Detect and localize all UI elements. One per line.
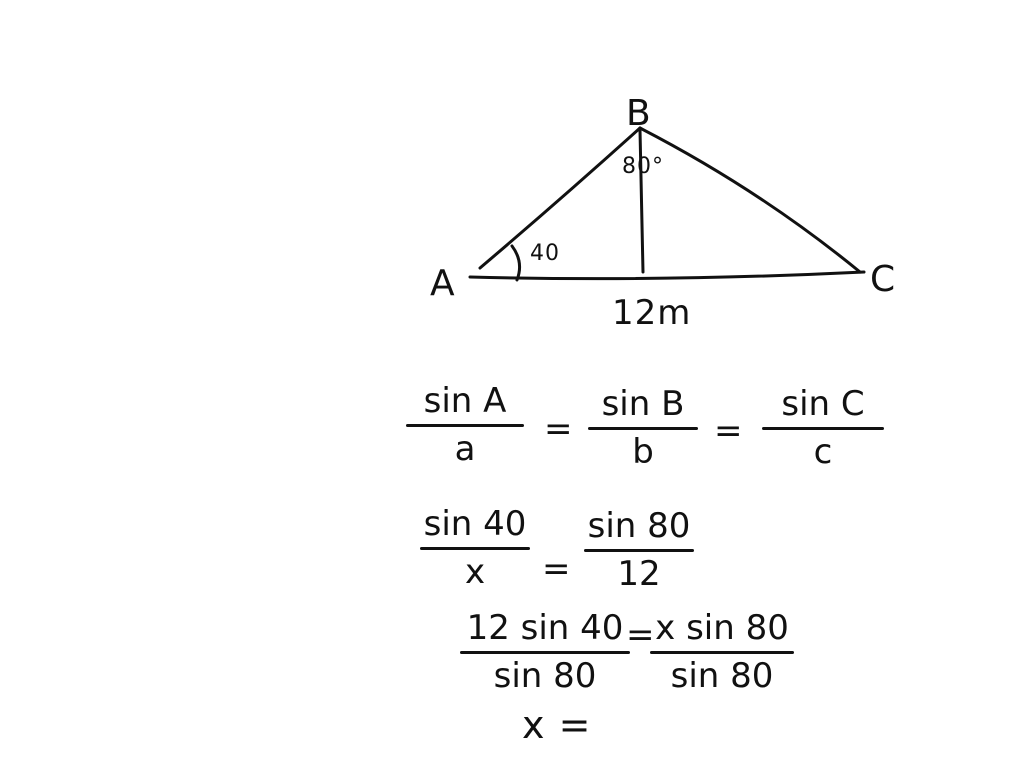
fraction-sin40-over-x: sin 40 x — [420, 504, 530, 593]
fraction-bar — [420, 547, 530, 551]
vertex-c-label: C — [870, 259, 897, 300]
fraction-sin-a-over-a: sin A a — [406, 381, 524, 470]
base-length-label: 12m — [612, 293, 692, 333]
equals-sign: = — [714, 411, 744, 451]
fraction-sin80-over-12: sin 80 12 — [584, 506, 694, 595]
numerator: sin A — [423, 381, 507, 421]
side-ab — [478, 126, 642, 270]
fraction-sin-c-over-c: sin C c — [762, 384, 884, 473]
denominator: a — [454, 429, 476, 470]
fraction-bar — [650, 651, 794, 655]
fraction-bar — [584, 549, 694, 553]
result-x-equals: x = — [522, 703, 592, 747]
denominator: b — [632, 432, 654, 473]
numerator: sin 80 — [587, 506, 691, 546]
fraction-bar — [460, 651, 630, 655]
equals-sign: = — [544, 409, 574, 449]
numerator: 12 sin 40 — [466, 608, 624, 648]
angle-a-label: 40 — [530, 241, 560, 266]
denominator: x — [464, 552, 486, 593]
side-ac — [468, 270, 866, 281]
fraction-bar — [588, 427, 698, 431]
denominator: c — [813, 432, 833, 473]
numerator: sin 40 — [423, 504, 527, 544]
numerator: sin B — [601, 384, 685, 424]
vertex-a-label: A — [430, 263, 456, 304]
denominator: sin 80 — [493, 656, 597, 697]
vertex-b-label: B — [626, 93, 652, 134]
numerator: sin C — [781, 384, 865, 424]
fraction-12sin40-over-sin80: 12 sin 40 sin 80 — [460, 608, 630, 697]
fraction-bar — [406, 424, 524, 428]
fraction-xsin80-over-sin80: x sin 80 sin 80 — [650, 608, 794, 697]
equals-sign: = — [542, 549, 572, 589]
angle-b-label: 80° — [622, 154, 664, 179]
altitude — [638, 128, 645, 274]
equals-sign: = — [626, 615, 656, 655]
side-bc — [638, 126, 862, 274]
fraction-bar — [762, 427, 884, 431]
fraction-sin-b-over-b: sin B b — [588, 384, 698, 473]
denominator: 12 — [617, 554, 661, 595]
numerator: x sin 80 — [655, 608, 789, 648]
denominator: sin 80 — [670, 656, 774, 697]
angle-a-arc — [510, 244, 522, 282]
